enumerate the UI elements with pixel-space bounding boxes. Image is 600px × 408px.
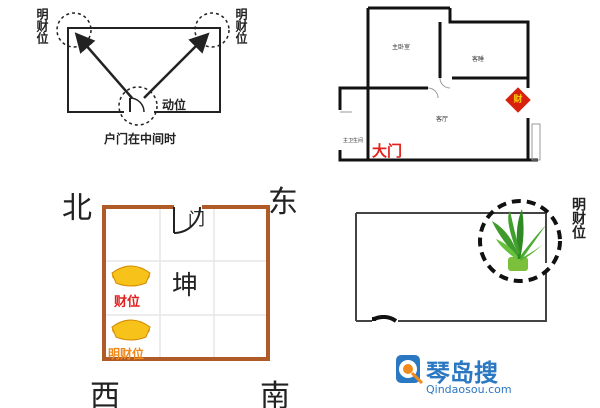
room-master-label: 主卧室 bbox=[392, 44, 411, 51]
arrow-to-left-corner bbox=[74, 32, 133, 99]
panel-compass-grid: 北 东 西 南 门 坤 财位 明财位 bbox=[0, 175, 300, 408]
main-door-label: 大门 bbox=[372, 142, 403, 160]
fortune-charm-text: 财 bbox=[513, 95, 523, 105]
logo-url: Qindaosou.com bbox=[426, 383, 512, 396]
door-arc bbox=[129, 97, 145, 113]
arrow-to-right-corner bbox=[143, 32, 210, 99]
door-label: 门 bbox=[188, 210, 205, 230]
gold-ingot-icon-2 bbox=[111, 319, 151, 341]
bright-wealth-position-label: 明财位 bbox=[108, 347, 145, 361]
room-outline bbox=[67, 27, 221, 113]
left-corner-circle bbox=[56, 12, 92, 48]
wealth-position-label: 财位 bbox=[114, 295, 141, 310]
moving-position-label: 动位 bbox=[162, 98, 187, 112]
room-bath-label: 主卫生间 bbox=[343, 138, 364, 144]
logo-name: 琴岛搜 bbox=[426, 359, 498, 387]
door-arc bbox=[372, 315, 398, 323]
bright-wealth-label: 明财位 bbox=[570, 197, 586, 239]
door-circle bbox=[118, 86, 158, 126]
compass-east-label: 东 bbox=[268, 185, 298, 220]
door-arc-guest bbox=[439, 77, 451, 89]
wall-left bbox=[338, 8, 538, 162]
wall-top-right bbox=[448, 8, 530, 88]
gold-ingot-icon bbox=[111, 265, 151, 287]
compass-floorplan bbox=[102, 205, 270, 361]
plant-corner-floorplan bbox=[355, 199, 562, 385]
room-living-label: 客厅 bbox=[436, 116, 449, 123]
door-arc bbox=[173, 206, 201, 234]
floor-outline bbox=[102, 205, 270, 361]
panel-door-center-diagram: 明财位 明财位 动位 户门在中间时 bbox=[0, 0, 300, 175]
door-gap bbox=[124, 106, 154, 114]
fortune-charm-icon bbox=[505, 87, 531, 113]
room-guest-label: 客睡 bbox=[472, 56, 485, 63]
right-bright-wealth-label: 明财位 bbox=[234, 8, 248, 44]
right-corner-circle bbox=[194, 12, 230, 48]
balcony-rail bbox=[531, 123, 541, 161]
left-bright-wealth-label: 明财位 bbox=[35, 8, 49, 44]
kun-trigram-label: 坤 bbox=[172, 271, 199, 301]
compass-west-label: 西 bbox=[90, 379, 120, 408]
door-center-floorplan bbox=[56, 12, 230, 126]
panel-apartment-floorplan: 主卧室 客睡 客厅 主卫生间 大门 财 bbox=[300, 0, 600, 175]
compass-north-label: 北 bbox=[62, 191, 92, 226]
wealth-corner-circle bbox=[478, 199, 562, 283]
door-arc-bedroom bbox=[427, 87, 439, 99]
door-center-caption: 户门在中间时 bbox=[104, 132, 177, 146]
apartment-floorplan bbox=[338, 6, 541, 162]
panel-plant-wealth-corner: 明财位 琴岛搜 Qindaosou.com bbox=[300, 175, 600, 408]
room-right-wall bbox=[398, 273, 547, 322]
qindaosou-logo-icon bbox=[396, 355, 424, 385]
compass-south-label: 南 bbox=[260, 379, 290, 408]
potted-plant-icon bbox=[492, 209, 546, 271]
